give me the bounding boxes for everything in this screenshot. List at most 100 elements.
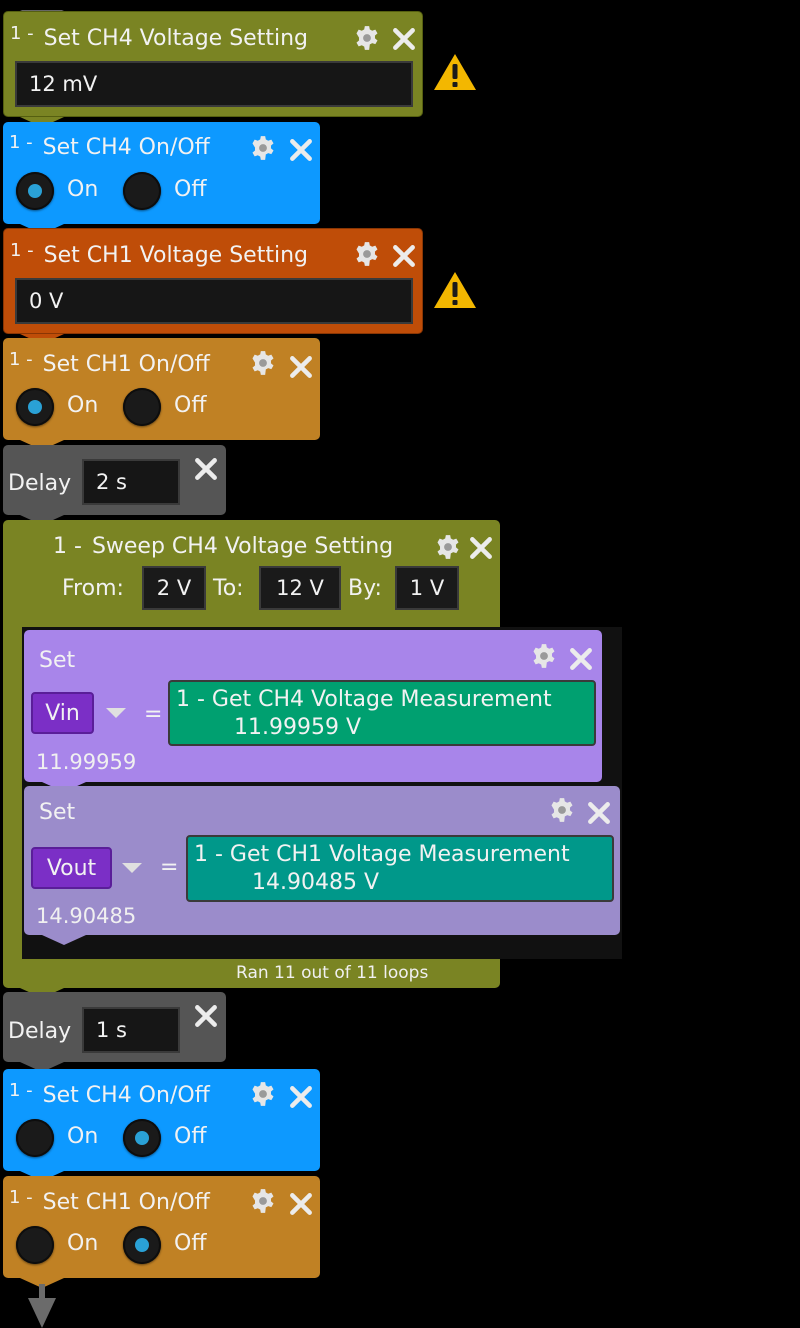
from-input[interactable]: 2 V [142, 566, 206, 610]
radio-on[interactable] [16, 1119, 54, 1157]
close-icon[interactable] [568, 646, 594, 672]
radio-off-label: Off [174, 1124, 207, 1149]
radio-on[interactable] [16, 172, 54, 210]
block-set-ch1-onoff[interactable]: 1 -Set CH1 On/Off On Off [3, 1176, 320, 1278]
flow-connector [20, 1062, 64, 1072]
close-icon[interactable] [391, 243, 417, 269]
close-icon[interactable] [586, 800, 612, 826]
block-index: 1 - [9, 349, 33, 370]
radio-selected-indicator [28, 184, 42, 198]
block-title: 1 -Set CH1 Voltage Setting [10, 240, 308, 268]
block-set-ch1-onoff[interactable]: 1 -Set CH1 On/Off On Off [3, 338, 320, 440]
gear-icon[interactable] [250, 1081, 276, 1107]
delay-input[interactable]: 2 s [82, 459, 180, 505]
gear-icon[interactable] [354, 241, 380, 267]
close-icon[interactable] [193, 1003, 219, 1029]
gear-icon[interactable] [250, 350, 276, 376]
block-title-text: Sweep CH4 Voltage Setting [91, 534, 394, 559]
block-title-text: Set CH4 On/Off [42, 135, 210, 160]
radio-on-label: On [67, 1124, 99, 1149]
chevron-down-icon[interactable] [122, 863, 142, 873]
block-index: 1 - [10, 23, 34, 44]
by-value: 1 V [409, 576, 445, 600]
variable-name: Vin [45, 700, 80, 726]
warning-icon[interactable] [432, 52, 478, 92]
close-icon[interactable] [288, 354, 314, 380]
radio-off[interactable] [123, 1119, 161, 1157]
block-set-ch4-voltage[interactable]: 1 - Set CH4 Voltage Setting 12 mV [3, 11, 423, 117]
from-label: From: [62, 576, 124, 601]
delay-value: 2 s [96, 470, 127, 494]
block-title: 1 - Set CH4 Voltage Setting [10, 23, 308, 51]
measurement-value: 14.90485 V [252, 870, 380, 895]
block-title: 1 - Sweep CH4 Voltage Setting [53, 534, 393, 559]
voltage-input[interactable]: 0 V [15, 278, 413, 324]
measurement-block[interactable]: 1 - Get CH1 Voltage Measurement 14.90485… [186, 835, 614, 902]
variable-readout: 14.90485 [36, 904, 137, 928]
block-set-variable-vout[interactable]: Set Vout = 1 - Get CH1 Voltage Measureme… [24, 786, 620, 935]
radio-off[interactable] [123, 172, 161, 210]
radio-on[interactable] [16, 388, 54, 426]
by-input[interactable]: 1 V [395, 566, 459, 610]
variable-readout: 11.99959 [36, 750, 137, 774]
block-index: 1 - [53, 534, 82, 559]
gear-icon[interactable] [354, 25, 380, 51]
warning-icon[interactable] [432, 270, 478, 310]
flow-connector [20, 1278, 64, 1288]
voltage-input[interactable]: 12 mV [15, 61, 413, 107]
radio-on[interactable] [16, 1226, 54, 1264]
set-label: Set [39, 648, 76, 673]
variable-chip[interactable]: Vout [31, 847, 112, 889]
radio-off[interactable] [123, 388, 161, 426]
block-title: 1 - Set CH4 On/Off [9, 1080, 210, 1108]
delay-label: Delay [8, 1019, 72, 1044]
measurement-value: 11.99959 V [234, 715, 362, 740]
close-icon[interactable] [288, 1191, 314, 1217]
radio-on-label: On [67, 1231, 99, 1256]
block-title: 1 - Set CH1 On/Off [9, 349, 210, 377]
block-title-text: Set CH4 Voltage Setting [43, 26, 308, 51]
set-label: Set [39, 800, 76, 825]
variable-name: Vout [46, 855, 97, 881]
arrow-down-icon [28, 1284, 56, 1328]
block-index: 1 - [9, 132, 33, 153]
loop-status: Ran 11 out of 11 loops [236, 963, 429, 983]
block-title-text: Set CH1 On/Off [42, 1190, 210, 1215]
gear-icon[interactable] [250, 135, 276, 161]
chevron-down-icon[interactable] [106, 708, 126, 718]
block-title-text: Set CH1 On/Off [42, 352, 210, 377]
to-label: To: [213, 576, 244, 601]
flow-connector [42, 935, 86, 945]
gear-icon[interactable] [250, 1188, 276, 1214]
gear-icon[interactable] [549, 797, 575, 823]
by-label: By: [348, 576, 382, 601]
radio-on-label: On [67, 393, 99, 418]
gear-icon[interactable] [531, 643, 557, 669]
measurement-block[interactable]: 1 - Get CH4 Voltage Measurement 11.99959… [168, 680, 596, 746]
variable-chip[interactable]: Vin [31, 692, 94, 734]
close-icon[interactable] [288, 1084, 314, 1110]
close-icon[interactable] [288, 137, 314, 163]
close-icon[interactable] [391, 26, 417, 52]
to-input[interactable]: 12 V [259, 566, 341, 610]
radio-on-label: On [67, 177, 99, 202]
block-title-text: Set CH4 On/Off [42, 1083, 210, 1108]
radio-off[interactable] [123, 1226, 161, 1264]
close-icon[interactable] [468, 535, 494, 561]
block-set-variable-vin[interactable]: Set Vin = 1 - Get CH4 Voltage Measuremen… [24, 630, 602, 782]
block-set-ch1-voltage[interactable]: 1 -Set CH1 Voltage Setting 0 V [3, 228, 423, 334]
radio-off-label: Off [174, 1231, 207, 1256]
from-value: 2 V [156, 576, 192, 600]
delay-input[interactable]: 1 s [82, 1007, 180, 1053]
block-set-ch4-onoff[interactable]: 1 - Set CH4 On/Off On Off [3, 1069, 320, 1171]
measurement-title: 1 - Get CH4 Voltage Measurement [176, 687, 552, 712]
block-delay[interactable]: Delay 2 s [3, 445, 226, 515]
close-icon[interactable] [193, 456, 219, 482]
block-set-ch4-onoff[interactable]: 1 - Set CH4 On/Off On Off [3, 122, 320, 224]
block-delay[interactable]: Delay 1 s [3, 992, 226, 1062]
block-index: 1 - [9, 1080, 33, 1101]
radio-off-label: Off [174, 177, 207, 202]
block-title: 1 - Set CH4 On/Off [9, 132, 210, 160]
measurement-title: 1 - Get CH1 Voltage Measurement [194, 842, 570, 867]
gear-icon[interactable] [435, 534, 461, 560]
